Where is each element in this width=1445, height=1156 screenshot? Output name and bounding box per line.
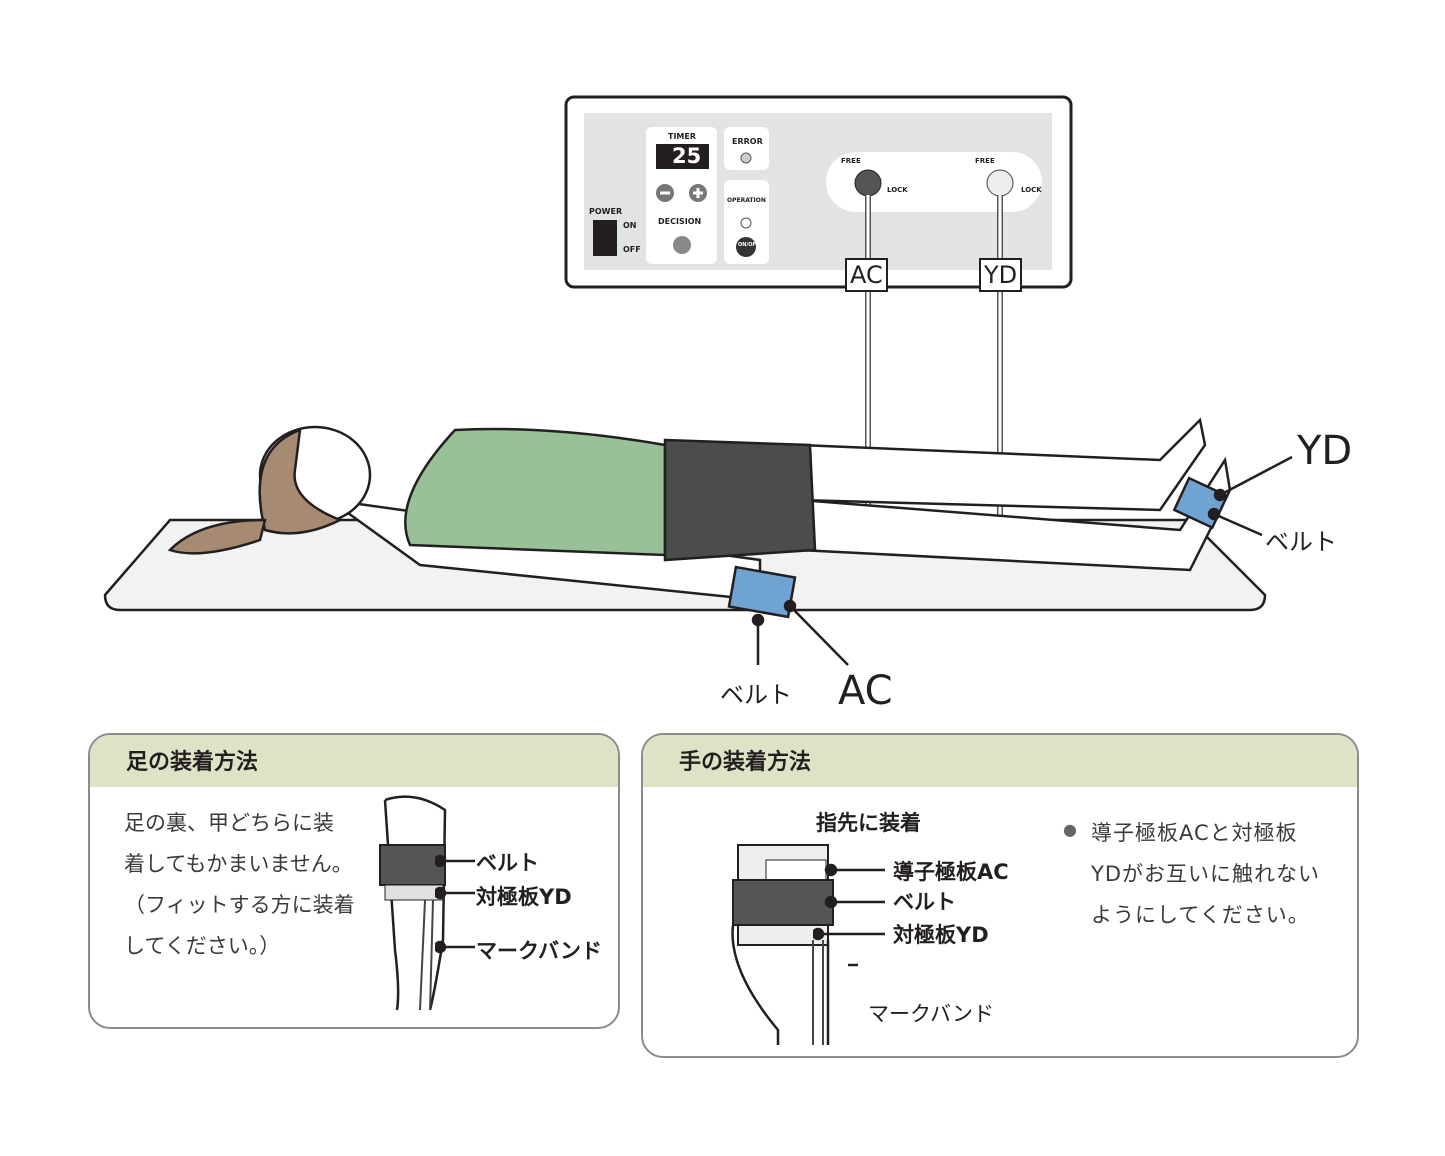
hand-belt-label: ベルト xyxy=(720,681,792,709)
on-label: ON xyxy=(623,221,637,230)
yd-lock-label: LOCK xyxy=(1021,186,1042,194)
hand-panel-note: 導子極板ACと対極板 YDがお互いに触れない ようにしてください。 xyxy=(1091,813,1320,936)
hand-illustration xyxy=(731,844,858,1045)
decision-label: DECISION xyxy=(658,217,702,226)
hand-callout-fingertip: 指先に装着 xyxy=(816,811,921,835)
timer-label: TIMER xyxy=(668,132,697,141)
foot-callout-belt: ベルト xyxy=(476,851,539,875)
ac-free-label: FREE xyxy=(841,157,861,165)
desc-line: してください。） xyxy=(124,934,281,958)
desc-line: （フィットする方に装着 xyxy=(124,893,355,917)
bullet-icon: ● xyxy=(1063,820,1077,839)
foot-panel: 足の装着方法 足の裏、甲どちらに装 着してもかまいません。 （フィットする方に装… xyxy=(88,733,620,1029)
foot-panel-description: 足の裏、甲どちらに装 着してもかまいません。 （フィットする方に装着 してくださ… xyxy=(124,803,355,967)
onoff-button[interactable] xyxy=(736,237,756,257)
hand-callout-yd: 対極板YD xyxy=(893,923,989,947)
note-line: YDがお互いに触れない xyxy=(1091,862,1320,886)
yd-label: YD xyxy=(1297,428,1353,474)
person xyxy=(167,417,1232,619)
onoff-label: ON/OFF xyxy=(738,242,760,248)
timer-value: 25 xyxy=(672,144,702,168)
power-label: POWER xyxy=(589,207,623,216)
ac-label: AC xyxy=(838,668,893,714)
ac-connector xyxy=(854,169,882,197)
desc-line: 足の裏、甲どちらに装 xyxy=(124,811,334,835)
note-line: ようにしてください。 xyxy=(1091,903,1310,927)
foot-belt-label: ベルト xyxy=(1265,528,1337,556)
desc-line: 着してもかまいません。 xyxy=(124,852,353,876)
decision-button[interactable] xyxy=(673,236,691,254)
foot-panel-title: 足の装着方法 xyxy=(90,735,618,787)
yd-connector xyxy=(986,169,1014,197)
hand-callout-markband: マークバンド xyxy=(868,1002,994,1026)
hand-panel: 手の装着方法 指先に装着 導子極板AC ベルト 対極板YD マークバンド ● 導… xyxy=(641,733,1359,1058)
foot-illustration xyxy=(379,795,447,1011)
foot-callout-markband: マークバンド xyxy=(476,939,602,963)
note-line: 導子極板ACと対極板 xyxy=(1091,821,1298,845)
hand-callout-belt: ベルト xyxy=(893,890,956,914)
error-label: ERROR xyxy=(732,137,763,146)
hand-cuff xyxy=(727,565,797,619)
device xyxy=(564,95,1073,289)
off-label: OFF xyxy=(623,245,641,254)
power-switch[interactable] xyxy=(593,220,617,256)
operation-lamp xyxy=(740,217,752,229)
operation-label: OPERATION xyxy=(727,197,766,204)
hand-callout-ac: 導子極板AC xyxy=(893,860,1009,884)
yd-free-label: FREE xyxy=(975,157,995,165)
hand-panel-title: 手の装着方法 xyxy=(643,735,1357,787)
ac-cable-tag: AC xyxy=(845,258,888,292)
ac-lock-label: LOCK xyxy=(887,186,908,194)
foot-callout-yd: 対極板YD xyxy=(476,885,572,909)
timer-display xyxy=(656,144,709,169)
error-lamp xyxy=(740,152,752,164)
yd-cable-tag: YD xyxy=(979,258,1023,292)
